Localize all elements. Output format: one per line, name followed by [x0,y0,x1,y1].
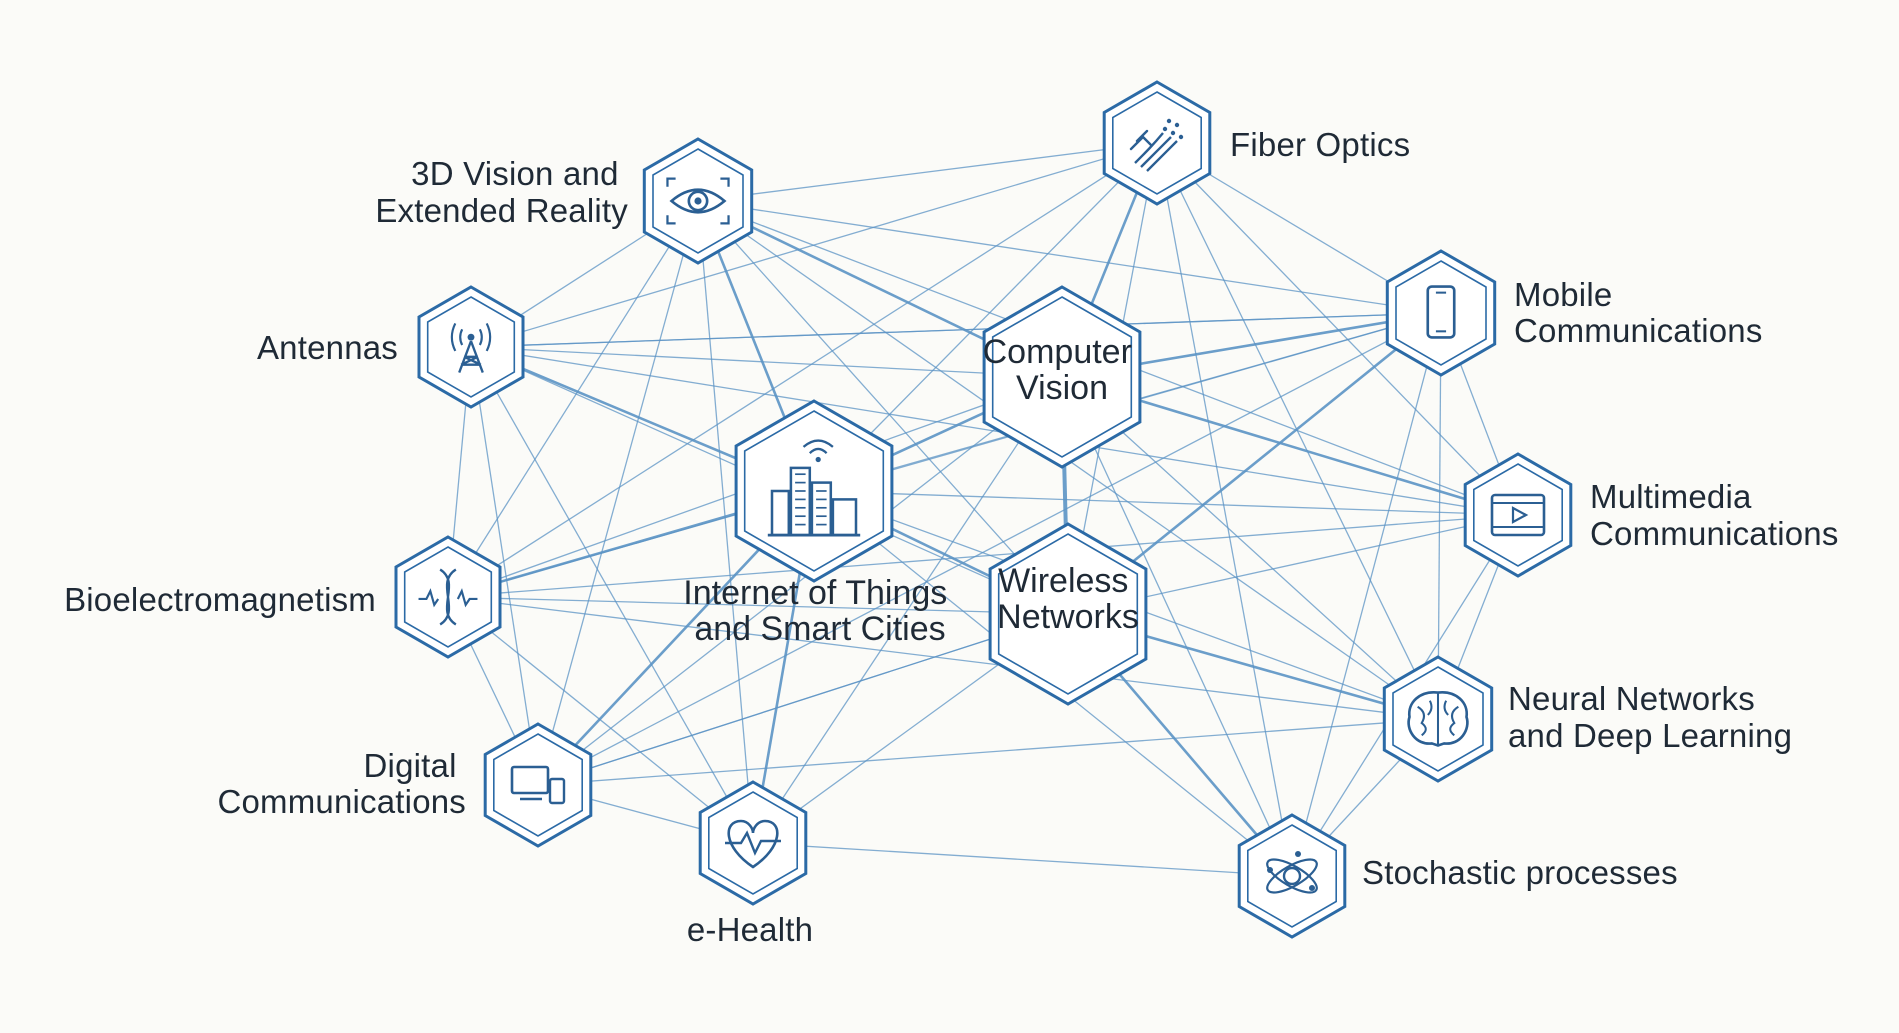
devices-icon [510,765,566,805]
hexagon-inner [707,791,799,895]
node-iot[interactable] [734,399,894,583]
label-neural: Neural Networks and Deep Learning [1508,680,1792,754]
hexagon-inner [426,296,516,398]
node-vision3d[interactable] [642,137,754,265]
hexagon-inner [997,533,1139,695]
brain-icon [1407,691,1469,747]
edge-cv-digital [537,376,1063,786]
edge-mobile-neural [1437,312,1442,720]
edge-antennas-ehealth [470,346,754,844]
label-cv: Computer Vision [983,333,1142,407]
node-bioem[interactable] [394,535,502,659]
label-antennas: Antennas [257,329,398,366]
edge-cv-stochastic [1061,376,1293,877]
edge-vision3d-wireless [697,200,1069,615]
edge-cv-neural [1061,376,1439,720]
smart-city-icon [767,439,861,537]
node-fiber[interactable] [1102,80,1212,206]
edge-mobile-digital [537,312,1442,786]
edge-antennas-mobile [470,312,1442,348]
edge-mobile-stochastic [1291,312,1442,877]
hexagon-inner [743,410,885,572]
connection-lines [447,142,1519,877]
node-stochastic[interactable] [1237,813,1347,939]
hexagon-inner [991,296,1133,458]
edge-multimedia-bioem [447,514,1519,598]
edge-fiber-neural [1156,142,1439,720]
hexagon-inner [1473,463,1563,567]
edge-vision3d-ehealth [697,200,754,844]
hexagon-inner [1112,91,1202,195]
node-ehealth[interactable] [698,780,808,906]
node-neural[interactable] [1382,655,1494,783]
label-bioem: Bioelectromagnetism [64,581,376,618]
label-ehealth: e-Health [687,911,813,948]
edge-fiber-antennas [470,142,1158,348]
node-digital[interactable] [483,722,593,848]
edge-bioem-ehealth [447,596,754,844]
video-player-icon [1490,493,1546,537]
node-group [394,80,1573,939]
label-fiber: Fiber Optics [1230,126,1410,163]
edge-antennas-cv [470,346,1063,378]
eye-icon [666,177,730,225]
edge-iot-multimedia [813,490,1519,516]
label-mobile: Mobile Communications [1514,276,1763,349]
edge-fiber-multimedia [1156,142,1519,516]
edge-wireless-bioem [447,596,1069,615]
label-digital: Digital Communications [217,747,466,820]
edge-neural-bioem [447,596,1439,720]
node-antennas[interactable] [417,285,525,409]
edge-vision3d-bioem [447,200,699,598]
label-wireless: Wireless Networks [997,562,1139,636]
edge-vision3d-mobile [697,200,1442,314]
mobile-phone-icon [1426,285,1456,339]
label-vision3d: 3D Vision and Extended Reality [375,155,628,229]
edge-ehealth-stochastic [752,842,1293,877]
fiber-optics-icon [1129,118,1184,172]
edge-neural-digital [537,718,1439,786]
hexagon-inner [492,733,584,837]
antenna-tower-icon [450,322,492,373]
hexagon-inner [1247,824,1337,928]
label-stochastic: Stochastic processes [1362,854,1678,891]
dna-helix-icon [418,568,478,626]
hexagon-inner [1395,260,1487,366]
node-wireless[interactable] [988,522,1148,706]
edge-fiber-bioem [447,142,1158,598]
label-multimedia: Multimedia Communications [1590,478,1839,552]
atom-icon [1266,851,1318,894]
node-cv[interactable] [982,285,1142,469]
label-iot: Internet of Things and Smart Cities [683,574,956,648]
edge-digital-wireless [537,613,1069,786]
edge-vision3d-digital [537,200,699,786]
node-mobile[interactable] [1385,249,1497,377]
heart-pulse-icon [725,819,781,869]
edge-vision3d-fiber [697,142,1158,202]
node-multimedia[interactable] [1463,452,1573,578]
edge-fiber-stochastic [1156,142,1293,877]
label-group: Fiber Optics 3D Vision and Extended Real… [64,126,1839,948]
edge-antennas-multimedia [470,346,1519,516]
edge-antennas-digital [470,346,539,786]
